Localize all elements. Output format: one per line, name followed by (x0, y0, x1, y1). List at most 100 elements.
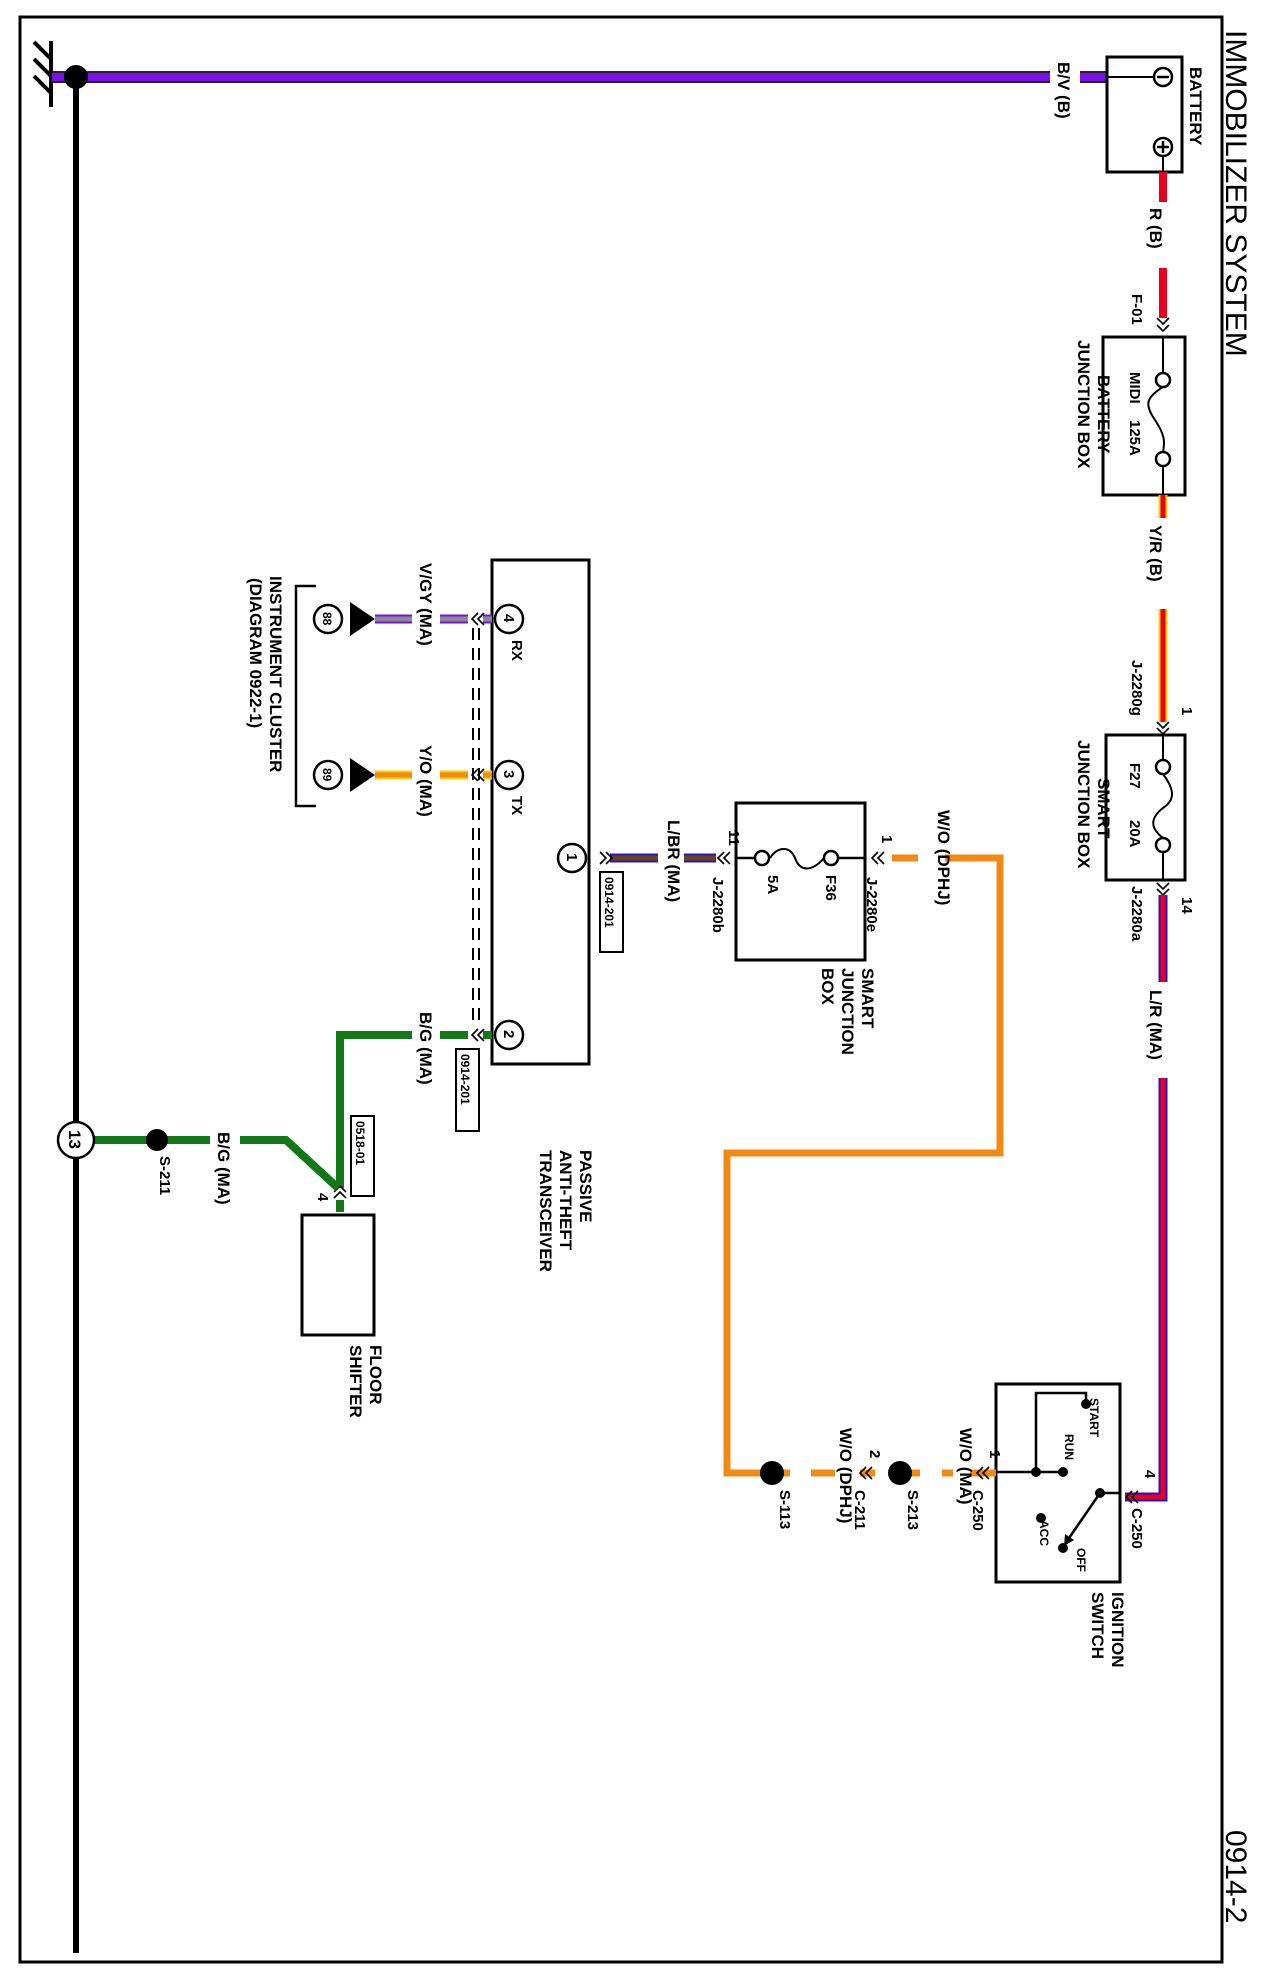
wire-label-r: R (B) (1146, 208, 1165, 249)
pats-label-1: PASSIVE (576, 1150, 595, 1222)
smart-junction-box-f36 (734, 801, 867, 962)
splice-label-s213: S-213 (904, 1490, 921, 1530)
wire-label-bv: B/V (B) (1054, 62, 1073, 119)
connector-j2280e-icon (870, 851, 885, 865)
fuse-f36-icon (769, 848, 825, 870)
splice-label-s211: S-211 (156, 1156, 173, 1195)
pin-label-j2280b-11: 11 (725, 830, 742, 846)
connector-j2280b-icon (716, 851, 731, 865)
battery-jb-label-2: JUNCTION BOX (1074, 340, 1093, 469)
ignition-switch-label-2: SWITCH (1088, 1592, 1107, 1659)
pats-pin-3-label: 3 (500, 770, 517, 778)
floor-shifter-label-1: FLOOR (366, 1345, 385, 1405)
wire-label-lbr: L/BR (MA) (664, 820, 683, 902)
ground-pin-13-label: 13 (65, 1130, 84, 1149)
connector-label-f01: F-01 (1128, 294, 1145, 325)
connector-label-c250-out: C-250 (969, 1490, 986, 1531)
connector-label-j2280e: J-2280e (863, 877, 880, 932)
connector-j2280g-icon (1156, 721, 1170, 736)
pats-label-2: ANTI-THEFT (556, 1150, 575, 1251)
page-id: 0914-2 (1219, 1830, 1252, 1923)
connector-c250-pin1-icon (975, 1466, 990, 1480)
smart-jb-f36-label-3: BOX (818, 968, 837, 1006)
pats-pin-4-label: 4 (500, 614, 517, 623)
ign-position-run: RUN (1062, 1434, 1076, 1460)
wire-label-yr: Y/R (B) (1146, 525, 1165, 582)
connector-label-c211: C-211 (851, 1490, 868, 1530)
pats-pin-4 (493, 603, 525, 635)
arrow-to-cluster-88-icon (350, 602, 375, 636)
connector-pats-pin1-icon (599, 851, 614, 865)
ref-label-0518-01: 0518-01 (353, 1121, 367, 1165)
ignition-switch-label-1: IGNITION (1108, 1592, 1127, 1668)
fuse-f36-label: F36 (822, 875, 839, 901)
cluster-pin-88-label: 88 (320, 612, 334, 626)
wire-label-wo-dphj-top: W/O (DPHJ) (934, 810, 953, 905)
splice-s113 (760, 1461, 784, 1485)
wire-label-wo-ma: W/O (MA) (956, 1428, 975, 1504)
ref-box-0518-01 (350, 1115, 375, 1197)
connector-f01-icon (1156, 317, 1170, 333)
fuse-midi-icon (1147, 386, 1165, 453)
ref-label-0914-201-b: 0914-201 (458, 1054, 472, 1105)
fuse-f27-icon (1152, 773, 1173, 839)
floor-shifter-box (300, 1213, 376, 1337)
connector-label-j2280b: J-2280b (709, 877, 726, 933)
connector-c211-icon (858, 1466, 873, 1480)
wire-lr (1125, 895, 1168, 1502)
connector-pats-pin4-icon (470, 612, 485, 626)
wire-label-wo-dphj-bottom: W/O (DPHJ) (836, 1428, 855, 1523)
fuse-125a-label: 125A (1126, 420, 1143, 456)
connector-pats-pin2-icon (470, 1028, 485, 1042)
pin-label-1: 1 (1178, 707, 1195, 715)
ground-pin-13 (56, 1120, 96, 1160)
diagram-title: IMMOBILIZER SYSTEM (1219, 30, 1252, 357)
fuse-20a-label: 20A (1126, 820, 1143, 848)
connector-j2280a-icon (1156, 882, 1170, 897)
arrow-to-cluster-89-icon (350, 758, 375, 792)
fuse-f27-label: F27 (1126, 763, 1143, 789)
pin-label-j2280e-1: 1 (878, 835, 895, 843)
floor-shifter-label-2: SHIFTER (346, 1345, 365, 1418)
splice-s211 (146, 1129, 168, 1151)
pats-pin-2-label: 2 (500, 1030, 517, 1038)
pin-label-14: 14 (1178, 897, 1195, 914)
smart-junction-box-f27 (1104, 733, 1187, 882)
connector-pats-pin3-icon (470, 768, 485, 782)
wire-bg-ground (76, 1136, 341, 1191)
pats-module (490, 558, 591, 1066)
battery-junction-box (1101, 335, 1187, 497)
wire-label-vgy: V/GY (MA) (416, 563, 435, 646)
ign-position-acc: ACC (1037, 1520, 1051, 1546)
wire-label-bg-ground: B/G (MA) (214, 1132, 233, 1205)
pin-label-c250-1: 1 (986, 1450, 1003, 1458)
pin-label-c211-2: 2 (866, 1450, 883, 1458)
instrument-cluster-label-2: (DIAGRAM 0922-1) (246, 578, 265, 728)
ign-position-start: START (1087, 1398, 1101, 1438)
pats-rx-label: RX (508, 640, 525, 661)
smart-jb-f27-label-1: SMART (1094, 778, 1113, 839)
ref-label-0914-201-a: 0914-201 (602, 877, 616, 928)
connector-label-j2280a: J-2280a (1128, 886, 1145, 942)
battery-jb-label-1: BATTERY (1094, 375, 1113, 454)
wire-bg-pats (336, 1031, 492, 1212)
ignition-switch-blade-icon (1065, 1492, 1102, 1542)
smart-jb-f36-label-1: SMART (858, 968, 877, 1029)
floor-shifter-pin-label: 4 (314, 1193, 331, 1202)
cluster-pin-89 (312, 759, 344, 791)
ignition-switch-box (994, 1382, 1122, 1584)
instrument-cluster-label-1: INSTRUMENT CLUSTER (266, 576, 285, 772)
cluster-pin-89-label: 89 (320, 768, 334, 782)
wire-label-lr: L/R (MA) (1146, 990, 1165, 1060)
splice-label-s113: S-113 (776, 1490, 793, 1529)
fuse-midi-label: MIDI (1126, 372, 1143, 404)
wire-label-bg-pats: B/G (MA) (416, 1012, 435, 1085)
smart-jb-f36-label-2: JUNCTION (838, 968, 857, 1055)
pats-tx-label: TX (508, 796, 525, 815)
ref-box-0914-201-a (599, 871, 624, 953)
connector-c250-pin4-icon (1124, 1490, 1139, 1504)
pats-pin-1-label: 1 (563, 853, 580, 861)
pats-pin-2 (493, 1019, 525, 1051)
ign-position-off: OFF (1074, 1548, 1088, 1572)
